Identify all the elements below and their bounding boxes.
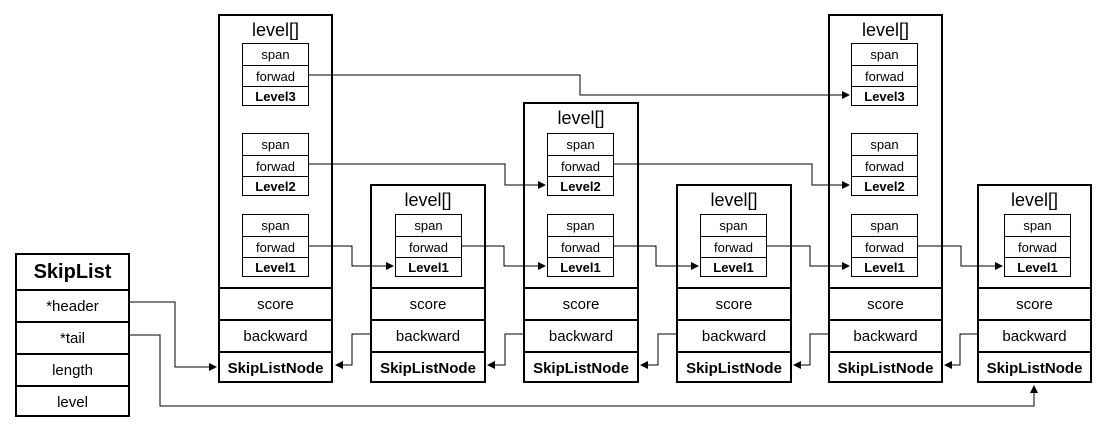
node-score: score [525,287,637,319]
level-entry-3: span forwad Level3 [851,43,918,106]
level-span: span [870,137,899,152]
node-name: SkipListNode [830,351,941,383]
level-forward: forwad [701,236,766,257]
level-forward: forwad [852,155,917,176]
level-forward: forwad [1005,236,1070,257]
level-span: span [414,218,443,233]
level-entry-1: span forwad Level1 [242,214,309,277]
level-span: span [870,47,899,62]
node-level-array-label: level[] [710,190,758,210]
node-backward: backward [220,319,331,351]
skiplist-length-field: length [17,353,128,385]
level-entry-2: span forwad Level2 [547,133,614,196]
skiplist-header-field: *header [17,289,128,321]
level-forward: forwad [852,65,917,86]
node-level-array-label: level[] [1010,190,1059,210]
node-backward: backward [525,319,637,351]
forward-arrow-level2 [614,163,850,189]
level-forward: forwad [243,236,308,257]
level-forward: forwad [548,236,613,257]
node-backward: backward [830,319,941,351]
node-level-array-label: level[] [557,108,605,128]
level-span: span [261,218,290,233]
node-level-array-label: level[] [861,20,910,40]
level-entry-2: span forwad Level2 [851,133,918,196]
node-score: score [979,287,1090,319]
level-span: span [566,137,595,152]
level-span: span [566,218,595,233]
skiplist-tail-field: *tail [17,321,128,353]
skiplist-level-field: level [17,385,128,417]
node-name: SkipListNode [979,351,1090,383]
node-score: score [372,287,484,319]
node-name: SkipListNode [678,351,790,383]
level-entry-3: span forwad Level3 [242,43,309,106]
skiplist-title: SkipList [33,260,112,283]
header-arrow [130,301,217,371]
node-score: score [220,287,331,319]
node-name: SkipListNode [372,351,484,383]
level-label: Level2 [852,176,917,196]
level-label: Level3 [852,86,917,106]
node-score: score [830,287,941,319]
backward-arrow [640,333,676,369]
level-forward: forwad [243,65,308,86]
level-forward: forwad [243,155,308,176]
level-span: span [261,137,290,152]
node-level-array-label: level[] [251,20,300,40]
forward-arrow-level3 [309,74,850,99]
level-label: Level2 [548,176,613,196]
backward-arrow [793,333,828,369]
level-label: Level1 [243,257,308,277]
node-level-array-label: level[] [404,190,452,210]
level-entry-1: span forwad Level1 [1004,214,1071,277]
node-backward: backward [678,319,790,351]
level-entry-1: span forwad Level1 [395,214,462,277]
node-backward: backward [979,319,1090,351]
backward-arrow [944,333,977,369]
node-name: SkipListNode [220,351,331,383]
level-label: Level1 [852,257,917,277]
level-entry-1: span forwad Level1 [547,214,614,277]
level-span: span [1023,218,1052,233]
level-label: Level3 [243,86,308,106]
level-span: span [719,218,748,233]
skiplist-struct: SkipList *header *tail length level [15,253,130,417]
level-span: span [870,218,899,233]
level-entry-2: span forwad Level2 [242,133,309,196]
level-label: Level1 [1005,257,1070,277]
node-backward: backward [372,319,484,351]
level-entry-1: span forwad Level1 [700,214,767,277]
level-forward: forwad [396,236,461,257]
level-label: Level2 [243,176,308,196]
level-entry-1: span forwad Level1 [851,214,918,277]
level-label: Level1 [396,257,461,277]
backward-arrow [335,333,370,369]
node-score: score [678,287,790,319]
forward-arrow-level2 [309,163,546,189]
backward-arrow [487,333,523,369]
level-label: Level1 [701,257,766,277]
level-span: span [261,47,290,62]
node-name: SkipListNode [525,351,637,383]
level-forward: forwad [548,155,613,176]
level-label: Level1 [548,257,613,277]
level-forward: forwad [852,236,917,257]
